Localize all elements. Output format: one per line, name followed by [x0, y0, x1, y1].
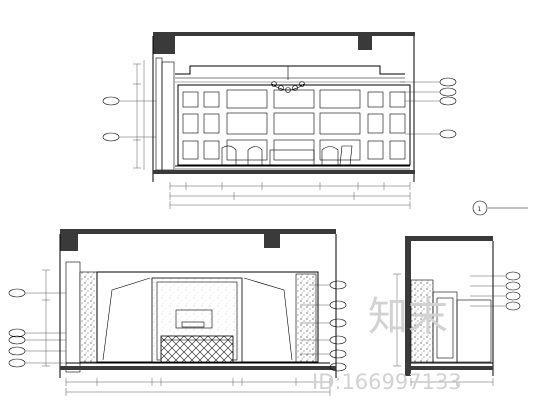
crown-molding [175, 65, 405, 75]
armchair-left [221, 145, 237, 165]
tv-screen [175, 309, 213, 329]
left-stone-column [79, 271, 98, 363]
bottom-left-elevation [8, 229, 347, 396]
panel-row-top [182, 89, 406, 109]
top-bottom-dims [169, 182, 411, 209]
floor-slab [153, 170, 415, 174]
left-wall-section [65, 261, 81, 373]
console-cabinet [160, 335, 234, 363]
ceiling-beam-right [264, 234, 280, 248]
left-reveal [102, 277, 151, 361]
tv-stand [181, 321, 205, 328]
svg-text:1: 1 [478, 206, 482, 213]
elevation-title: 1 [472, 200, 528, 216]
left-wall-cut [405, 236, 411, 376]
right-reveal [243, 277, 293, 361]
left-tag-1 [102, 96, 156, 106]
right-tags [300, 280, 347, 372]
watermark-brand: 知末 [368, 294, 448, 340]
armchair-right [321, 146, 339, 165]
furniture-group [221, 145, 353, 166]
side-chair [339, 145, 353, 166]
armchair-center [247, 146, 263, 165]
console-table [269, 149, 315, 166]
floor-slab [60, 366, 336, 370]
paneled-wall [177, 84, 411, 166]
left-wall-layer [155, 57, 163, 171]
bottom-dims [410, 378, 494, 386]
ceiling-beam-left [153, 32, 175, 54]
bottom-right-section [393, 236, 521, 386]
ceiling-slab [60, 229, 336, 234]
title-circle [472, 200, 488, 216]
left-height-dims [133, 60, 145, 170]
wall-recess [456, 299, 492, 363]
watermark-id: ID:166997133 [312, 370, 462, 394]
top-elevation: 1 [102, 32, 528, 216]
right-tags [470, 271, 521, 311]
left-tags [8, 288, 66, 368]
watermark: 知末 ID:166997133 [312, 294, 462, 394]
ceiling-beam-right [358, 36, 372, 50]
ceiling-slab [405, 236, 493, 241]
right-tags-top [400, 77, 457, 139]
left-dims [42, 269, 50, 367]
chandelier [271, 66, 305, 93]
bottom-dims [65, 378, 331, 396]
left-dims [393, 273, 401, 367]
door-panel [436, 297, 454, 359]
left-tag-2 [102, 132, 156, 142]
panel-row-middle [182, 112, 406, 135]
right-stone-column [295, 273, 317, 363]
ceiling-slab [153, 32, 415, 36]
ceiling-beam-left [60, 229, 78, 251]
floor-slab [405, 366, 493, 370]
curtain-panel [161, 61, 175, 171]
